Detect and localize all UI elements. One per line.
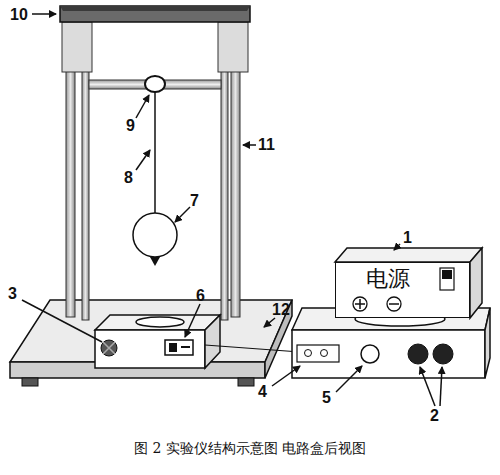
callout-number: 8 [124,170,133,186]
callout-number: 6 [196,288,205,304]
callout-number: 4 [258,384,267,400]
callout-number: 2 [430,408,439,424]
callout-number: 9 [126,118,135,134]
callout-number: 1 [403,230,412,246]
callout-number: 10 [10,7,28,23]
callout-number: 7 [190,193,199,209]
callout-number: 3 [8,286,17,302]
box-label: 电源 [366,267,410,291]
callout-number: 5 [322,390,331,406]
figure-caption: 图 2 实验仪结构示意图 电路盒后视图 [134,440,366,457]
callout-number: 12 [272,302,290,318]
power-supply-box: 电源 [335,262,470,318]
callout-number: 11 [258,137,275,153]
